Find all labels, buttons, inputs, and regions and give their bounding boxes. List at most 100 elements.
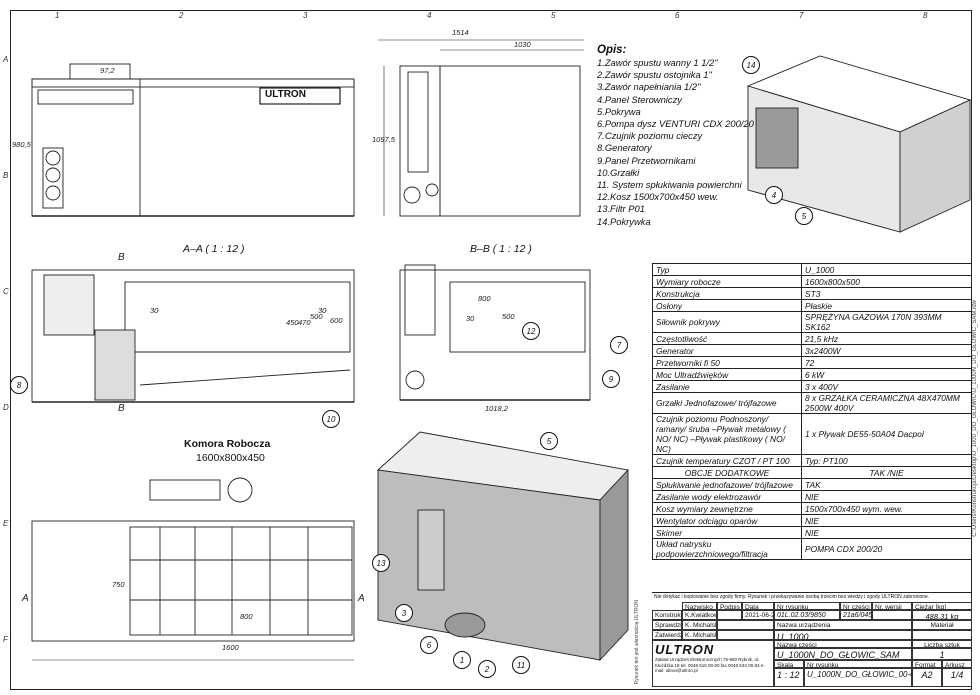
zone-top-7: 7 [799,11,804,20]
spec-key: Wentylator odciągu oparów [652,514,802,527]
dim-30c: 30 [466,314,475,323]
description-item: 11. System spłukiwania powierchni [597,179,742,191]
dim-1514: 1514 [452,28,469,37]
spec-value: NIE [801,490,972,503]
komora-plan [31,477,355,661]
callout-bubble: 4 [765,186,783,204]
hdr-nr-czesci: Nr części [840,602,872,610]
spec-value: 6 kW [801,368,972,381]
section-bb [399,264,591,401]
spec-key: Konstrukcja [652,287,802,300]
title-block: Nie dotykać i kopiowanie bez zgody firmy… [652,592,972,689]
urzadzenie-value: U_1000 [774,630,912,640]
zone-left-A: A [3,55,9,64]
spec-value: SPRĘŻYNA GAZOWA 170N 393MM SK162 [801,311,972,333]
callout-bubble: 5 [795,207,813,225]
date-value: 2021-06-28 [742,610,774,620]
lbl-liczba: Liczba sztuk [912,640,972,648]
dim-470: 470 [298,318,311,327]
description-item: 10.Grzałki [597,166,640,178]
callout-bubble: 12 [522,322,540,340]
spec-key: Przetworniki fi 50 [652,356,802,369]
spec-value: 8 x GRZAŁKA CERAMICZNA 48X470MM 2500W 40… [801,392,972,414]
file-path-text: C:\Users\Konstrukcja\Desktop\U_1000_DO_G… [972,300,978,537]
zone-top-3: 3 [303,11,308,20]
spec-key: Generator [652,344,802,357]
zone-left-B: B [3,171,9,180]
zone-left-E: E [3,519,9,528]
callout-bubble: 3 [395,604,413,622]
konstruktor-name: K.Kwiatkowski [682,610,717,620]
hdr-nr-rys: Nr rysunku [774,602,840,610]
dim-500b: 500 [502,312,515,321]
sign-1 [717,610,742,620]
spec-key: Wymiary robocze [652,275,802,288]
hdr-podpis: Podpis [717,602,742,610]
isometric-view-bottom [376,431,629,662]
nr-rys-value: 01L.02.03/9850 [774,610,840,620]
section-aa-label: A–A ( 1 : 12 ) [183,243,245,255]
company-logo: ULTRON [655,642,715,657]
dim-600: 600 [330,316,343,325]
nr-czesci-value: 21a6/0458 [840,610,872,620]
spec-value: ST3 [801,287,972,300]
arkusz-value: 1/4 [942,668,972,687]
isometric-view-top [746,55,972,233]
section-a-marker: A [22,593,29,604]
description-item: 6.Pompa dysz VENTURI CDX 200/20 [597,118,754,130]
ownership-text: Rysunek ten jest własnością ULTRON [634,600,640,685]
spec-value: 3 x 400V [801,380,972,393]
dim-450: 450 [286,318,299,327]
section-b-marker: B [118,252,125,263]
callout-bubble: 8 [10,376,28,394]
description-item: 12.Kosz 1500x700x450 wew. [597,191,719,203]
callout-bubble: 2 [478,660,496,678]
dim-750: 750 [112,580,125,589]
description-item: 14.Pokrywka [597,215,651,227]
callout-bubble: 6 [420,636,438,654]
dim-1018-2: 1018,2 [485,404,508,413]
dim-1600: 1600 [222,643,239,652]
side-view [378,39,584,217]
spec-value: Płaskie [801,299,972,312]
spec-key: Kosz wymiary zewnętrzne [652,502,802,515]
version-value [872,610,912,620]
description-item: 8.Generatory [597,142,652,154]
sprawdzil-name: K. Michalski [682,620,717,630]
spec-value: 3x2400W [801,344,972,357]
zone-top-4: 4 [427,11,432,20]
callout-bubble: 14 [742,56,760,74]
dim-30a: 30 [150,306,159,315]
spec-value: U_1000 [801,263,972,276]
spec-row: Układ natrysku podpowierzchniowego/filtr… [652,538,972,560]
sign-2 [717,620,774,630]
dim-1030: 1030 [514,40,531,49]
lbl-urzadzenie: Nazwa urządzenia [774,620,912,630]
brand-logo-text: ULTRON [265,89,306,100]
spec-key: OBCJE DODATKOWE [652,466,802,479]
spec-key: Czujnik poziomu Podnoszony/ ramany/ śrub… [652,413,802,455]
spec-key: Spłukiwanie jednofazowe/ trójfazowe [652,478,802,491]
callout-bubble: 9 [602,370,620,388]
spec-value: 1 x Pływak DE55-50A04 Dacpol [801,413,972,455]
spec-key: Typ [652,263,802,276]
dim-800: 800 [478,294,491,303]
skala-value: 1 : 12 [774,668,804,687]
spec-value: TAK /NIE [801,466,972,479]
spec-row: Czujnik poziomu Podnoszony/ ramany/ śrub… [652,413,972,455]
spec-value: 72 [801,356,972,369]
hdr-masa: Ciężar [kg] [912,602,972,610]
spec-key: Zasilanie wody elektrozawór [652,490,802,503]
lbl-skala: Skala [774,660,804,668]
description-item: 5.Pokrywa [597,105,641,117]
zatwierdzil-name: K. Michalski [682,630,717,640]
spec-key: Moc Ultradźwięków [652,368,802,381]
